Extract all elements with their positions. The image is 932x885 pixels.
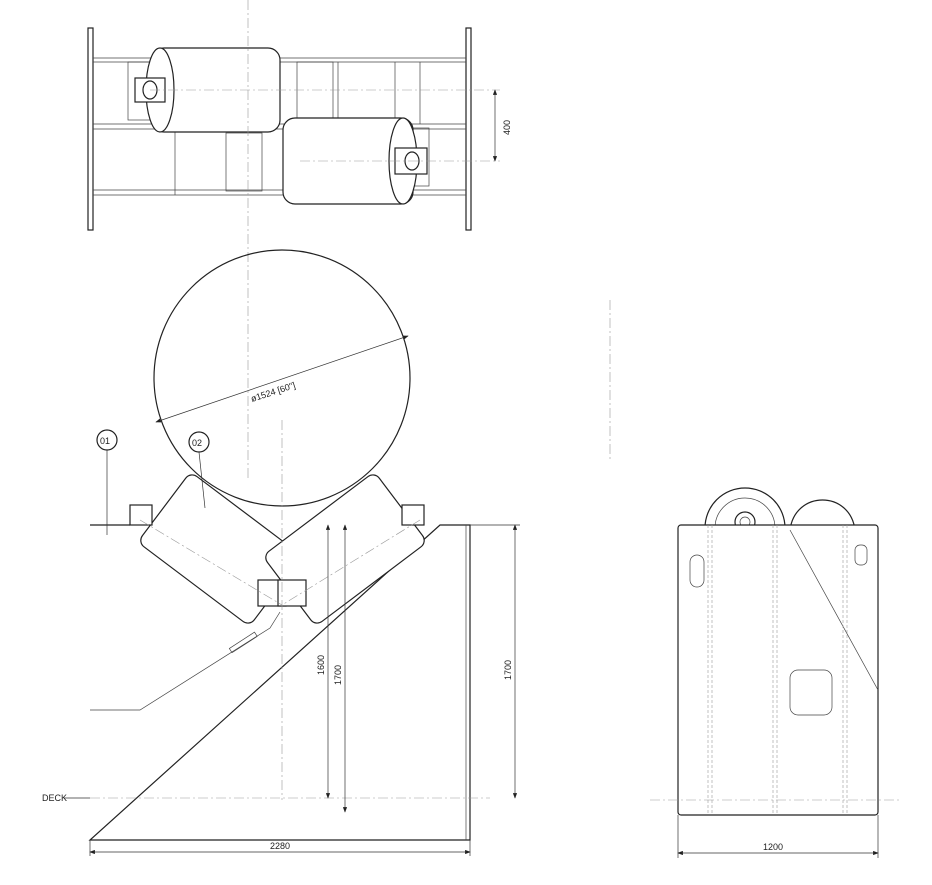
frame-plate-left bbox=[87, 27, 94, 231]
pipe-circle: ø1524 [60"] bbox=[153, 249, 611, 507]
callout-01: 01 bbox=[96, 429, 118, 535]
svg-text:01: 01 bbox=[100, 436, 110, 446]
callout-02: 02 bbox=[188, 431, 210, 509]
deck-label: DECK bbox=[42, 793, 67, 803]
dim-1600-label: 1600 bbox=[316, 655, 326, 675]
roller-front-left bbox=[129, 474, 300, 624]
top-view: 400 bbox=[87, 0, 512, 480]
roller-top-2 bbox=[282, 117, 430, 205]
dim-400-label: 400 bbox=[502, 120, 512, 135]
side-view: 1200 bbox=[650, 487, 900, 858]
dim-1700-right-label: 1700 bbox=[503, 660, 513, 680]
svg-text:02: 02 bbox=[192, 438, 202, 448]
diameter-label: ø1524 [60"] bbox=[250, 380, 297, 404]
dim-1700-mid-label: 1700 bbox=[333, 665, 343, 685]
dim-2280-label: 2280 bbox=[270, 841, 290, 851]
dim-1200-label: 1200 bbox=[763, 842, 783, 852]
front-view: 01 02 DECK 1600 1700 1700 2280 bbox=[42, 420, 520, 856]
frame-plate-right bbox=[465, 27, 472, 231]
